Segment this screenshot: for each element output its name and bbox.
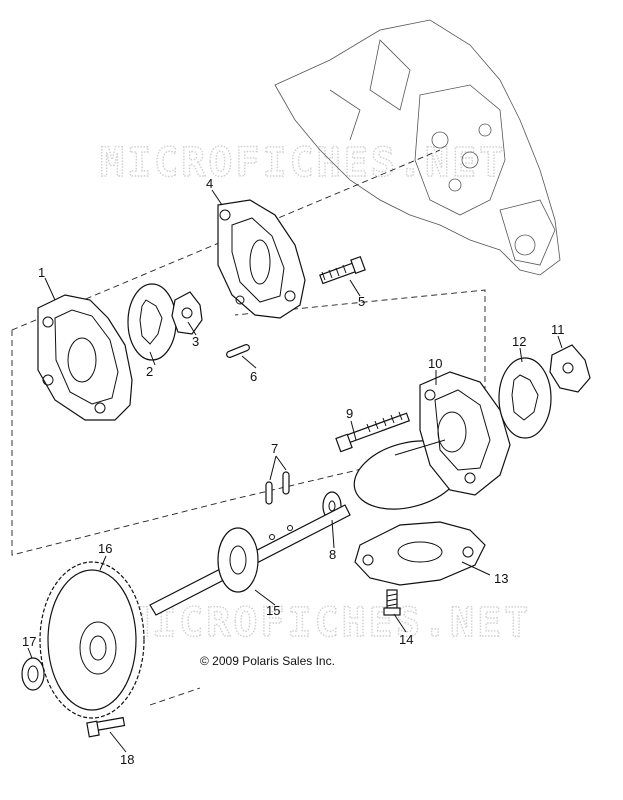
callout-6: 6 — [250, 369, 257, 384]
part-9-bolt — [335, 411, 411, 453]
part-17-washer — [21, 657, 45, 691]
leader-lines — [27, 189, 563, 753]
watermark-top: MICROFICHES.NET — [100, 140, 506, 186]
callout-5: 5 — [358, 294, 365, 309]
part-18-bolt — [86, 716, 126, 738]
callout-7: 7 — [271, 441, 278, 456]
callout-4: 4 — [206, 176, 213, 191]
part-4-cover-plate — [217, 199, 306, 319]
callout-12: 12 — [512, 334, 526, 349]
callout-8: 8 — [329, 547, 336, 562]
copyright-notice: © 2009 Polaris Sales Inc. — [200, 654, 335, 668]
part-5-screw — [319, 255, 366, 285]
part-2-outer-rotor — [127, 283, 177, 361]
callout-9: 9 — [346, 406, 353, 421]
callout-3: 3 — [192, 334, 199, 349]
callout-11: 11 — [551, 322, 565, 337]
callout-13: 13 — [494, 571, 508, 586]
part-13-gasket — [354, 521, 486, 586]
part-11-inner-rotor — [549, 344, 591, 393]
callout-15: 15 — [266, 603, 280, 618]
part-12-outer-rotor — [498, 357, 552, 439]
part-16-gear — [39, 561, 145, 719]
callout-10: 10 — [428, 356, 442, 371]
callout-17: 17 — [22, 634, 36, 649]
callout-18: 18 — [120, 752, 134, 767]
watermark-bottom: MICROFICHES.NET — [125, 600, 531, 646]
crankcase-housing — [274, 19, 561, 276]
part-1-pump-body — [37, 294, 133, 421]
callout-16: 16 — [98, 541, 112, 556]
part-10-pump-housing — [353, 371, 511, 510]
part-6-pin — [226, 344, 250, 358]
callout-2: 2 — [146, 364, 153, 379]
callout-14: 14 — [399, 632, 413, 647]
part-14-small-screw — [383, 589, 401, 616]
callout-1: 1 — [38, 265, 45, 280]
part-15-shaft — [149, 504, 351, 616]
part-3-inner-rotor — [171, 291, 203, 335]
part-7-pins — [265, 471, 290, 505]
